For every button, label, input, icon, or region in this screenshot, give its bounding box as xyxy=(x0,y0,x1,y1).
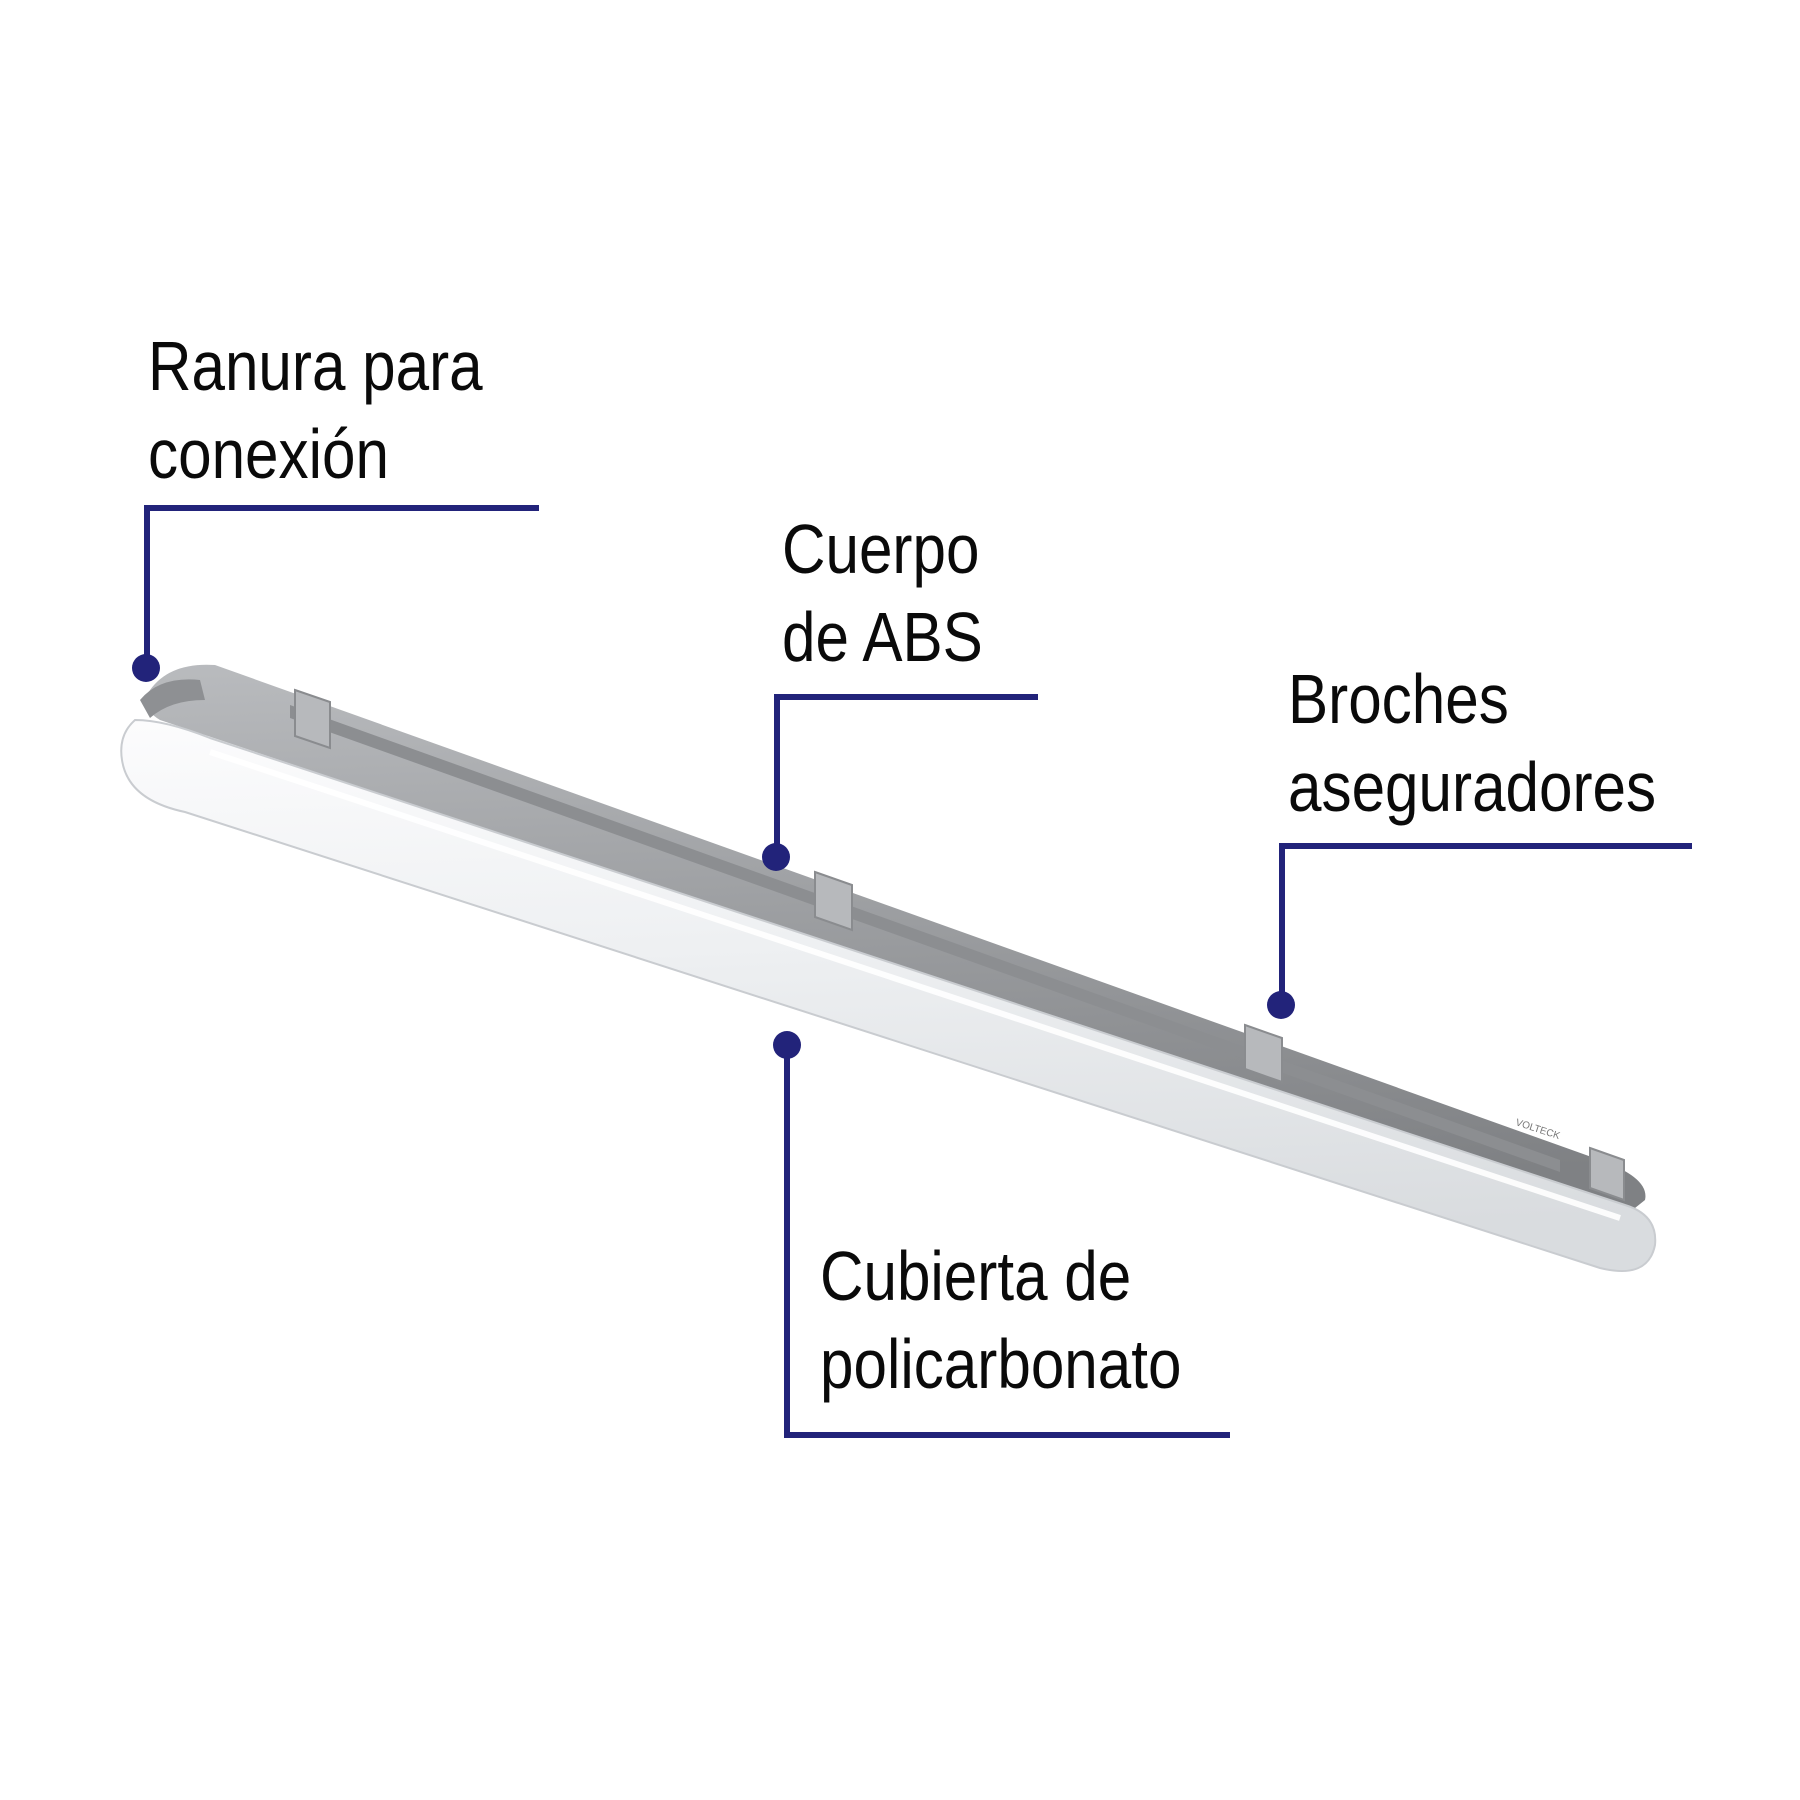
polycarbonate-cover xyxy=(120,718,1657,1273)
leader-line-ranura xyxy=(144,505,539,665)
callout-line: aseguradores xyxy=(1288,748,1657,826)
callout-line: conexión xyxy=(148,415,389,493)
locking-clip xyxy=(1244,1023,1283,1084)
leader-dot-cubierta xyxy=(773,1031,801,1059)
callout-line: Broches xyxy=(1288,660,1509,738)
callout-line: policarbonato xyxy=(820,1325,1182,1403)
callout-line: de ABS xyxy=(782,598,983,676)
callout-ranura-para-conexion: Ranura para conexión xyxy=(148,322,483,498)
connection-slot-end-cap xyxy=(140,679,205,718)
callout-line: Ranura para xyxy=(148,327,483,405)
callout-line: Cubierta de xyxy=(820,1237,1132,1315)
leader-dot-ranura xyxy=(132,654,160,682)
leader-line-broches xyxy=(1279,843,1692,1003)
callout-cuerpo-de-abs: Cuerpo de ABS xyxy=(782,505,983,681)
locking-clip xyxy=(814,870,853,932)
locking-clip xyxy=(1589,1146,1625,1202)
callout-line: Cuerpo xyxy=(782,510,980,588)
leader-dot-cuerpo xyxy=(762,843,790,871)
callout-broches-aseguradores: Broches aseguradores xyxy=(1288,655,1656,831)
callout-cubierta-de-policarbonato: Cubierta de policarbonato xyxy=(820,1232,1181,1408)
leader-dot-broches xyxy=(1267,991,1295,1019)
locking-clip xyxy=(294,688,331,750)
cover-highlight xyxy=(209,749,1621,1221)
abs-body-rail xyxy=(290,705,1560,1172)
leader-line-cubierta xyxy=(784,1045,1230,1438)
leader-line-cuerpo xyxy=(774,694,1038,855)
